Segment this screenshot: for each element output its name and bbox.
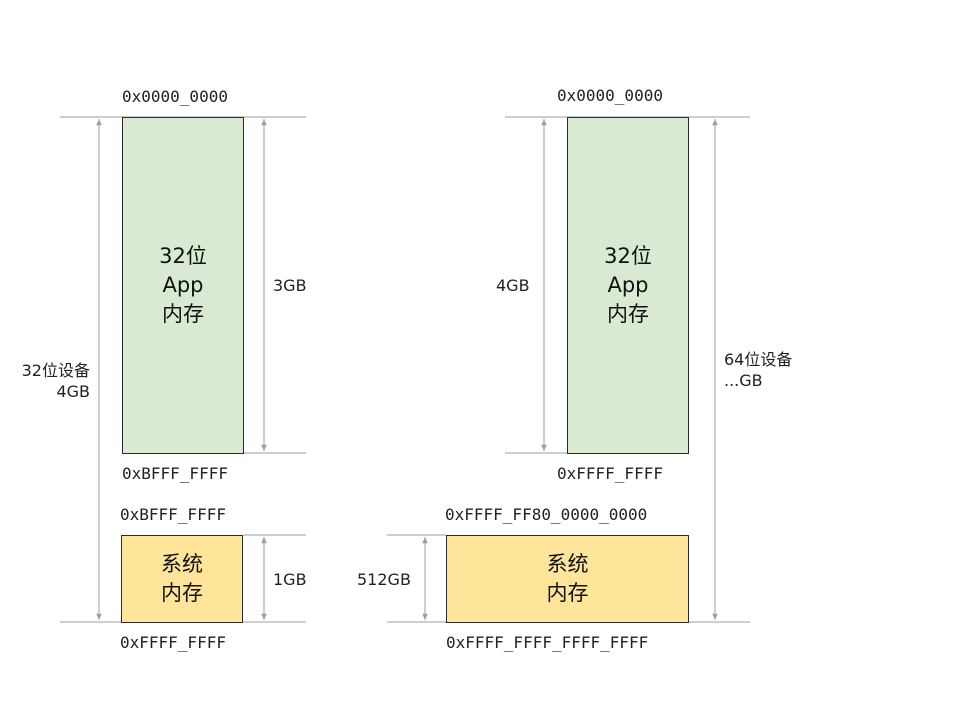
right-bottom-address: 0xFFFF_FFFF_FFFF_FFFF [446,633,649,652]
left-system-line1: 系统 [161,552,203,576]
left-bottom-address: 0xFFFF_FFFF [120,633,226,652]
right-device-label-line2: ...GB [724,371,763,390]
right-app-line1: 32位 [604,244,652,268]
left-app-memory-block: 32位 App 内存 [122,117,244,454]
left-system-line2: 内存 [161,581,203,605]
left-app-line3: 内存 [162,302,204,326]
right-system-line1: 系统 [546,552,589,576]
right-app-line3: 内存 [607,302,649,326]
left-app-end-address: 0xBFFF_FFFF [122,464,228,483]
left-device-label-line1: 32位设备 [21,361,90,380]
left-app-size: 3GB [273,276,307,295]
left-top-address: 0x0000_0000 [122,87,228,106]
left-system-memory-block: 系统 内存 [121,535,243,623]
right-app-size: 4GB [496,276,530,295]
right-app-memory-block: 32位 App 内存 [567,117,689,454]
left-system-start-address: 0xBFFF_FFFF [120,505,226,524]
right-app-line2: App [607,273,649,297]
right-app-end-address: 0xFFFF_FFFF [557,464,663,483]
right-system-start-address: 0xFFFF_FF80_0000_0000 [445,505,648,524]
left-system-size: 1GB [273,570,307,589]
left-app-line1: 32位 [159,244,207,268]
left-device-label-line2: 4GB [56,382,90,401]
right-top-address: 0x0000_0000 [557,86,663,105]
right-system-size: 512GB [357,570,411,589]
left-device-label: 32位设备 4GB [0,360,90,402]
right-device-label: 64位设备 ...GB [724,349,792,391]
right-system-memory-block: 系统 内存 [446,535,689,623]
right-device-label-line1: 64位设备 [724,350,793,369]
right-system-line2: 内存 [546,581,589,605]
left-app-line2: App [162,273,204,297]
